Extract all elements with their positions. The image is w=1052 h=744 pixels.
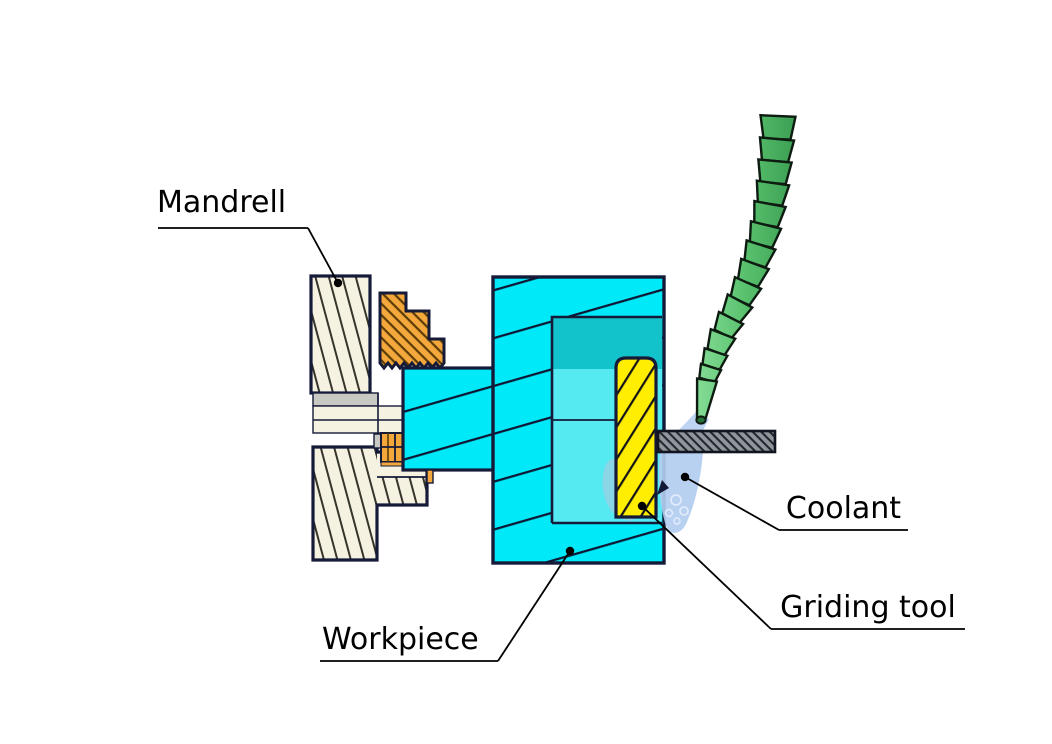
feed-arrow [657, 480, 669, 495]
grinding-tool [614, 356, 658, 519]
hose-segment [695, 377, 719, 422]
tool-shank-bar [656, 429, 777, 454]
hose-segment [758, 136, 796, 164]
bubble [673, 517, 681, 525]
leader-dots [333, 278, 690, 556]
leader-mandrel [307, 227, 339, 284]
nozzle-tip-icon [695, 415, 707, 425]
coolant-stream [659, 452, 703, 533]
bubble [664, 508, 674, 518]
spacer-ring [312, 392, 379, 407]
chuck-jaw [378, 291, 446, 371]
label-coolant: Coolant [785, 491, 902, 526]
leader-dot-coolant [680, 472, 690, 482]
clamp-screw-base [380, 461, 404, 467]
leader-dot-workpiece [565, 546, 575, 556]
key-block [373, 433, 382, 449]
coolant-hose [695, 113, 797, 425]
leader-lines [158, 227, 965, 662]
label-workpiece: Workpiece [322, 622, 479, 657]
leader-coolant [684, 476, 780, 531]
bubble [679, 506, 689, 516]
mandrel-top-block-hatch [311, 276, 370, 393]
leader-dot-mandrel [333, 278, 343, 288]
bubble [670, 494, 682, 506]
leader-workpiece [497, 550, 571, 662]
label-grinding-tool: Griding tool [780, 590, 956, 625]
leader-grinding-tool [641, 505, 772, 630]
hose-segment [759, 113, 797, 141]
mandrel-flange [309, 274, 429, 562]
leader-dot-grinding-tool [637, 501, 647, 511]
label-mandrel: Mandrell [157, 185, 287, 220]
hub-pin [426, 469, 434, 484]
